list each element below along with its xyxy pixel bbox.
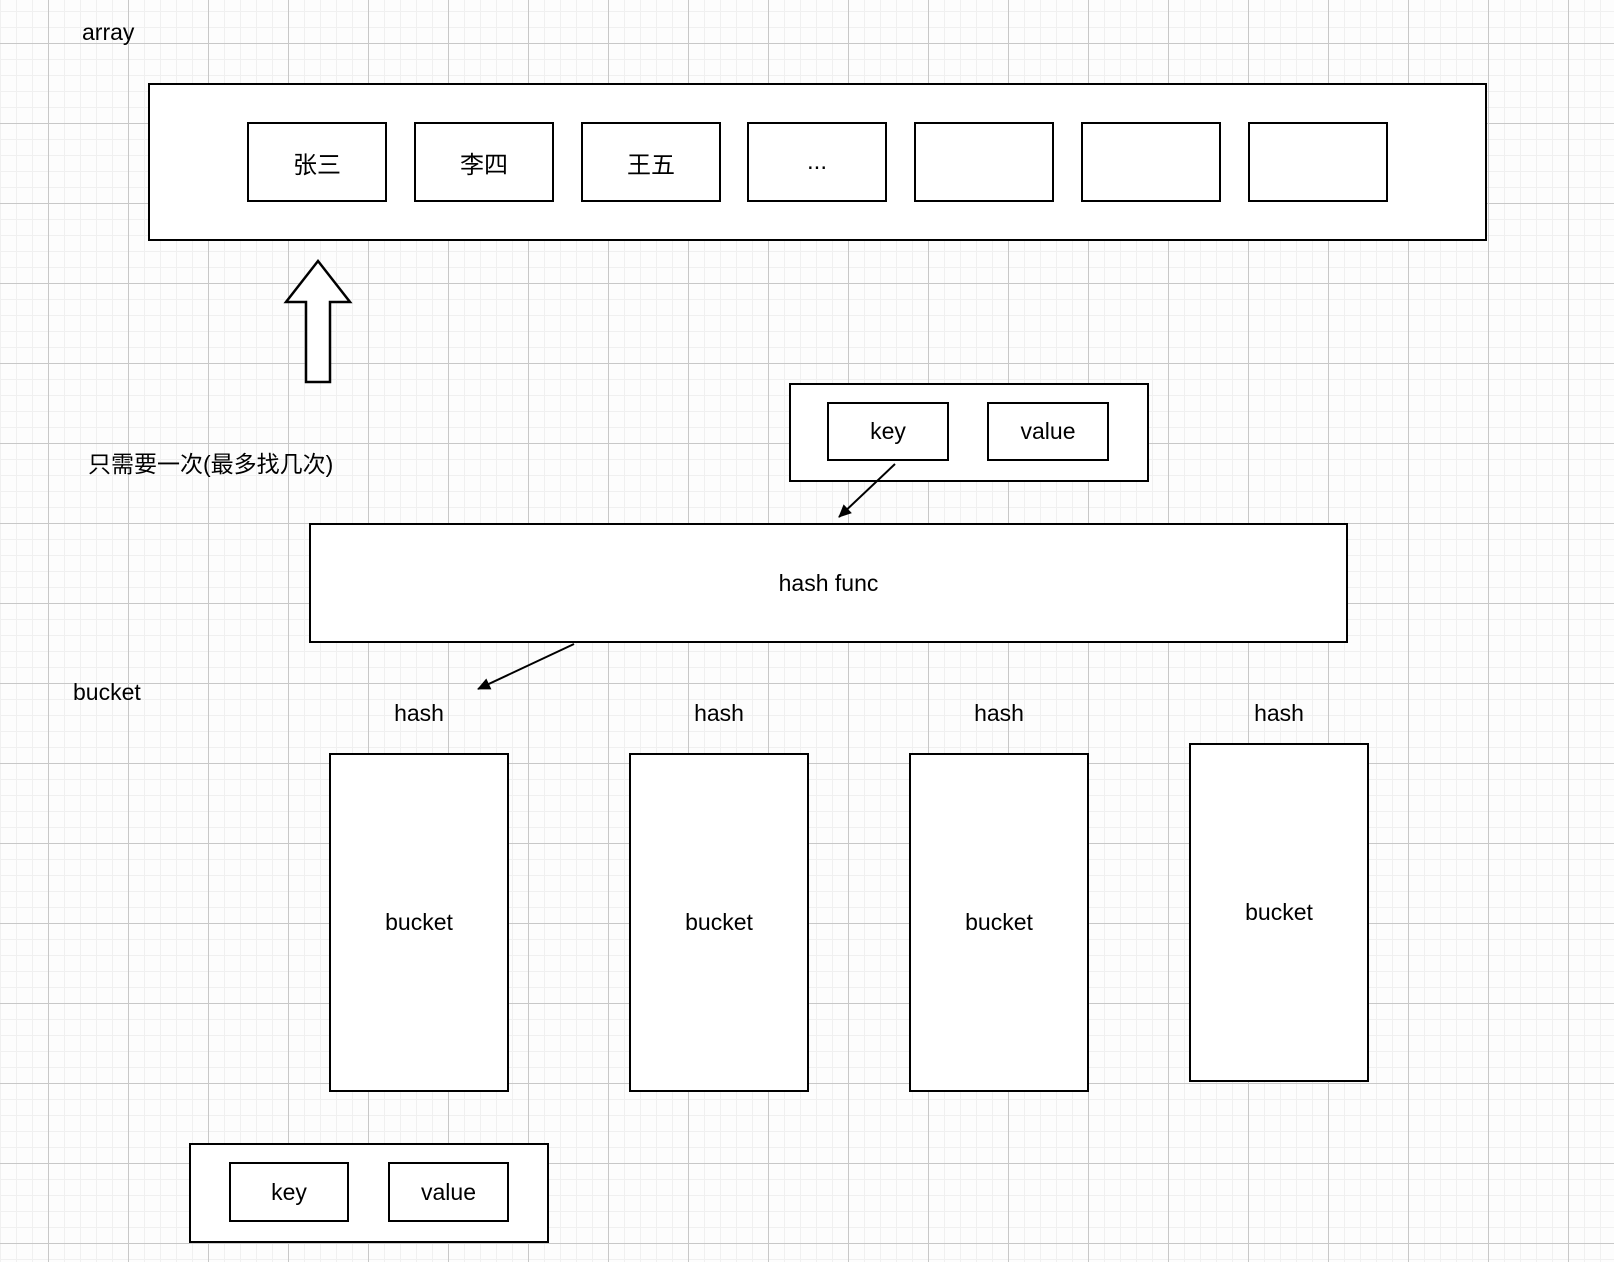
- hash-label-1: hash: [394, 700, 444, 726]
- bucket-box-1: bucket: [329, 753, 509, 1092]
- key-box-top: key: [827, 402, 949, 461]
- hash-label-4: hash: [1254, 700, 1304, 726]
- hash-label-2: hash: [694, 700, 744, 726]
- array-cell-4: ...: [747, 122, 887, 202]
- bucket-section-label: bucket: [73, 679, 141, 705]
- value-box-top: value: [987, 402, 1109, 461]
- hash-label-3: hash: [974, 700, 1024, 726]
- hash-func-box: hash func: [309, 523, 1348, 643]
- bucket-box-3: bucket: [909, 753, 1089, 1092]
- array-box: 张三 李四 王五 ...: [148, 83, 1487, 241]
- value-box-bottom: value: [388, 1162, 509, 1222]
- array-cell-1: 张三: [247, 122, 387, 202]
- bucket-box-2: bucket: [629, 753, 809, 1092]
- key-value-box-top: key value: [789, 383, 1149, 482]
- key-box-bottom: key: [229, 1162, 349, 1222]
- array-cell-7: [1248, 122, 1388, 202]
- array-cell-5: [914, 122, 1054, 202]
- arrow-hashfunc-to-bucket: [477, 643, 575, 690]
- array-section-label: array: [82, 19, 135, 45]
- array-cell-3: 王五: [581, 122, 721, 202]
- key-value-box-bottom: key value: [189, 1143, 549, 1243]
- array-cell-2: 李四: [414, 122, 554, 202]
- bucket-box-4: bucket: [1189, 743, 1369, 1082]
- note-text: 只需要一次(最多找几次): [88, 451, 334, 477]
- array-cell-6: [1081, 122, 1221, 202]
- up-block-arrow-icon: [283, 258, 353, 384]
